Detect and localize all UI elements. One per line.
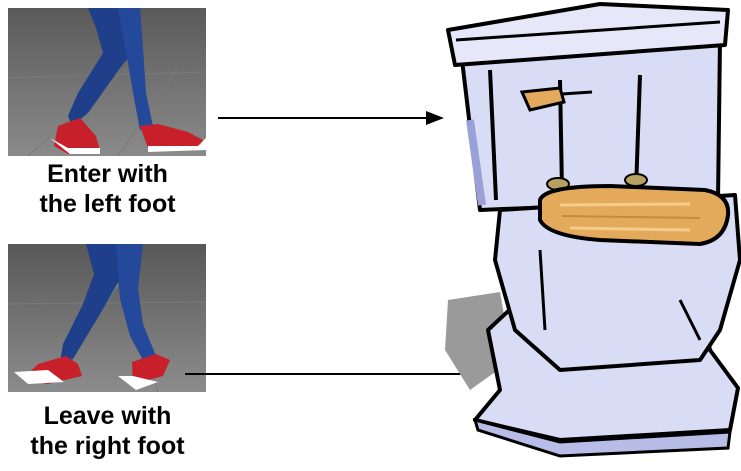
left-foot-step-photo [8,8,206,156]
toilet-clipart [430,0,741,471]
enter-caption-line-2: the left foot [0,189,215,219]
leave-caption-line-1: Leave with [0,401,215,431]
leave-caption-line-2: the right foot [0,431,215,461]
enter-caption: Enter with the left foot [0,159,215,219]
leave-caption: Leave with the right foot [0,401,215,461]
right-foot-step-photo [8,244,206,392]
enter-caption-line-1: Enter with [0,159,215,189]
